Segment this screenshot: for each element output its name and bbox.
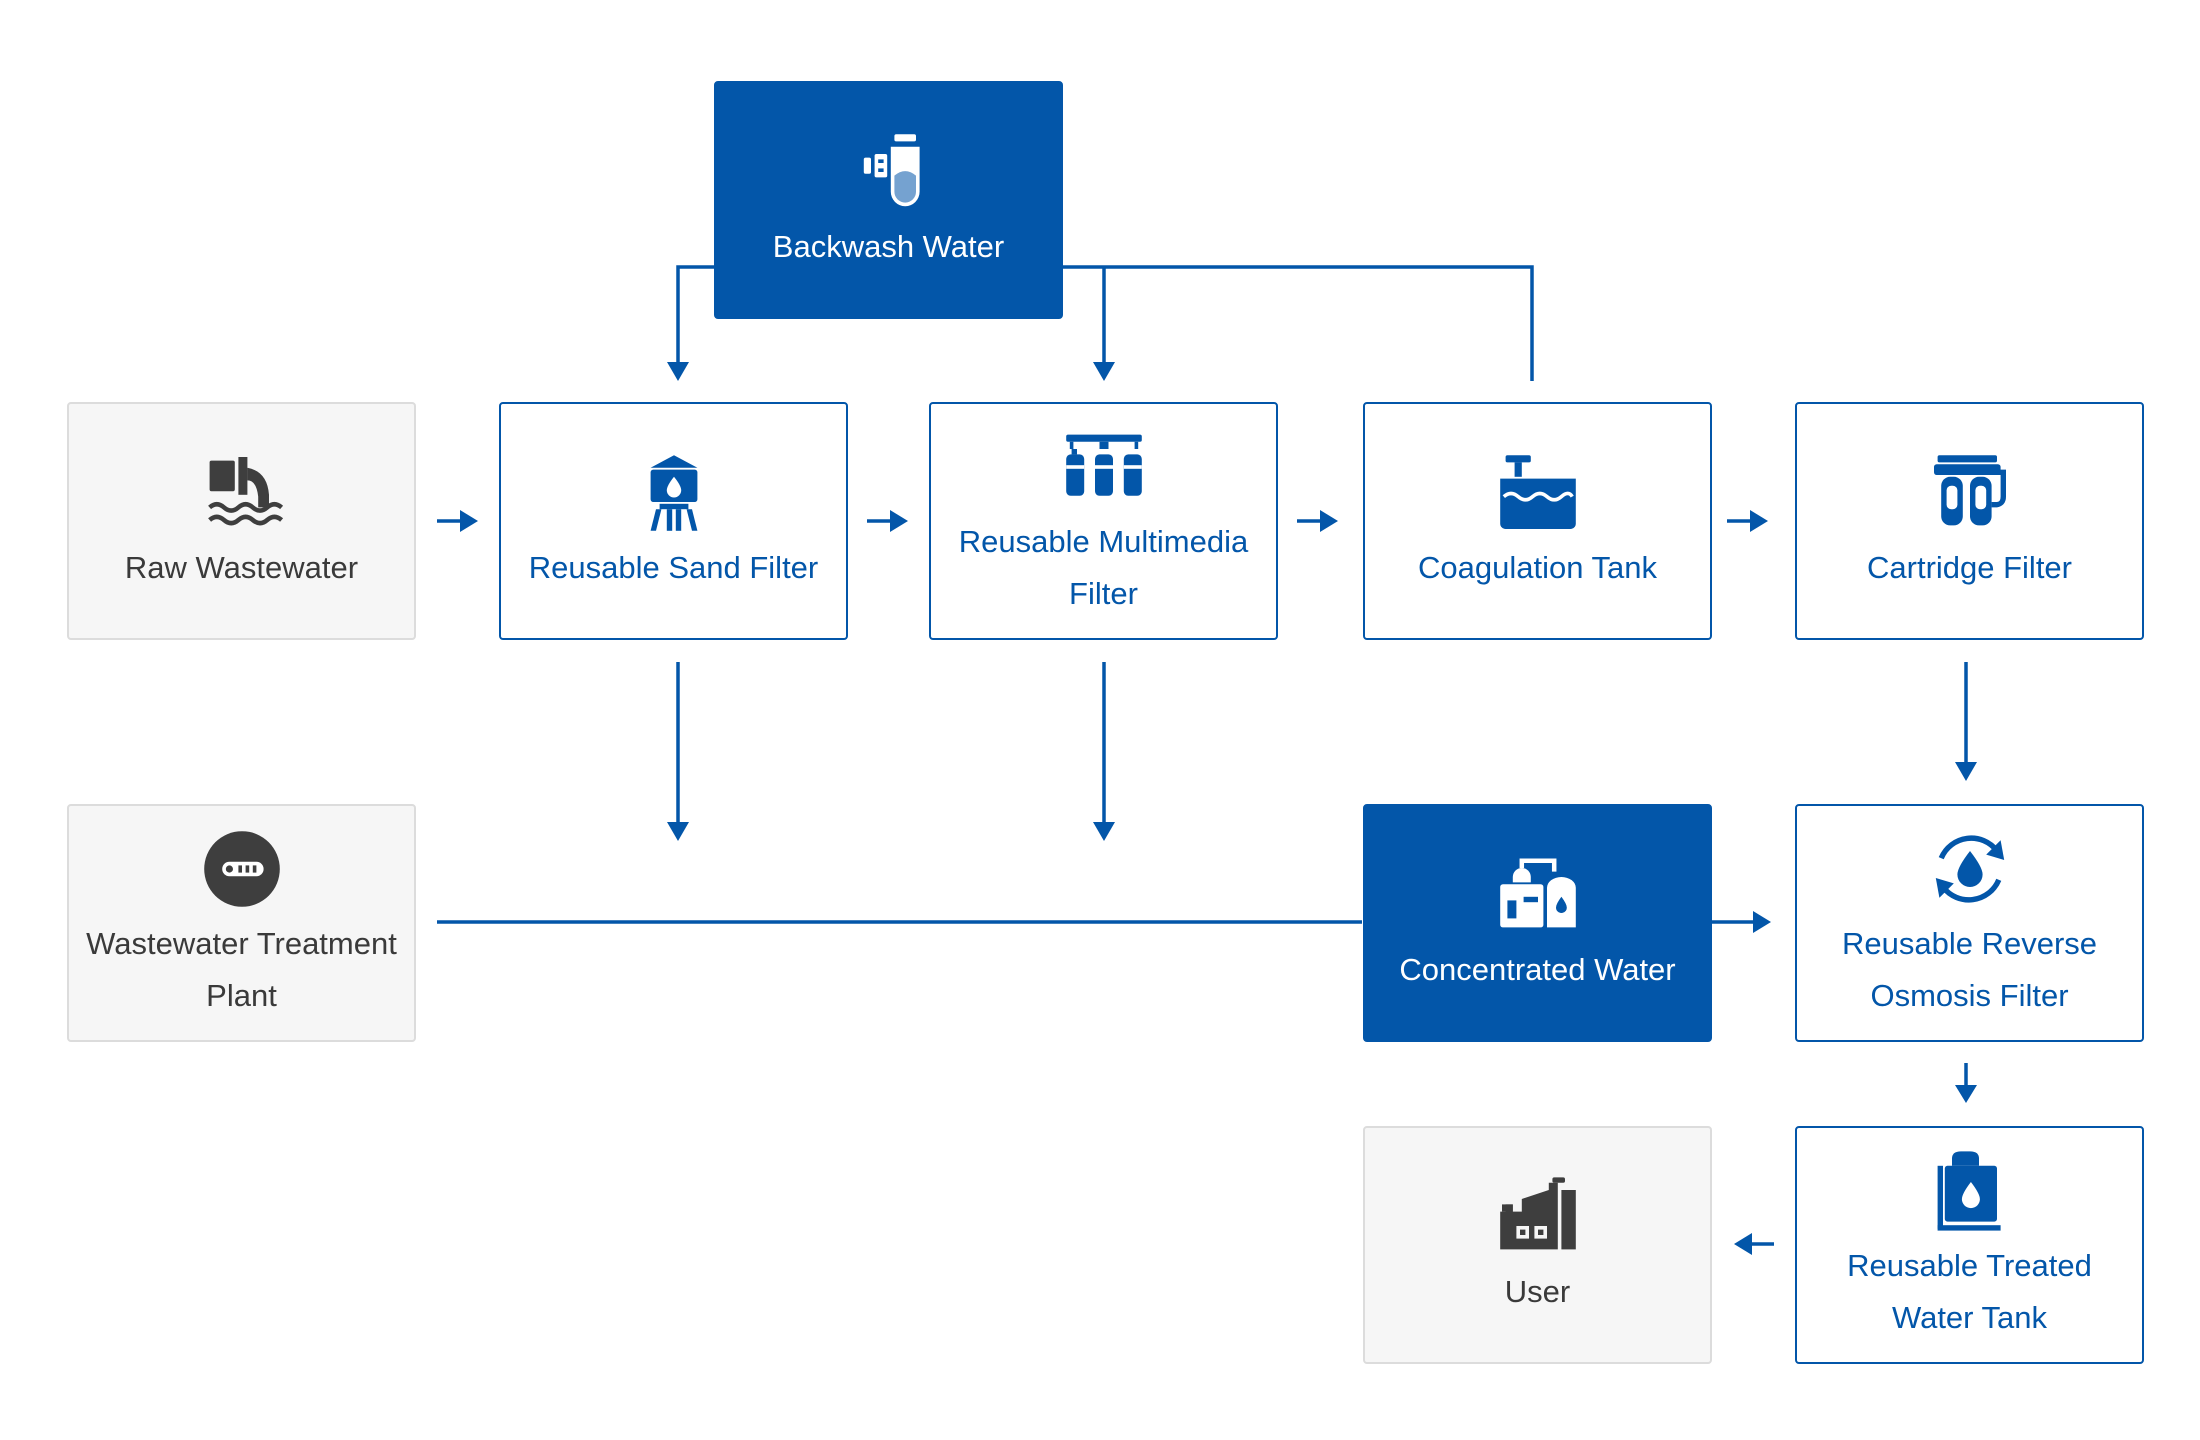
- node-wastewater-treatment-plant[interactable]: Wastewater Treatment Plant: [67, 804, 416, 1042]
- recycle-drop-icon: [1935, 835, 2004, 903]
- node-user[interactable]: User: [1363, 1126, 1712, 1364]
- backwash-to-sand-line: [676, 265, 714, 364]
- node-label: Cartridge Filter: [1867, 550, 2072, 585]
- tank-to-user-arrowhead: [1734, 1233, 1752, 1255]
- ro-to-tank-arrowhead: [1955, 1085, 1977, 1103]
- node-label: Reusable Reverse Osmosis Filter: [1841, 926, 2098, 1013]
- node-backwash-water[interactable]: Backwash Water: [714, 81, 1063, 319]
- water-tower-icon: [650, 455, 697, 531]
- sand-to-multimedia-arrowhead: [890, 510, 908, 532]
- node-label: Raw Wastewater: [124, 550, 359, 585]
- node-label: Reusable Treated Water Tank: [1847, 1248, 2092, 1335]
- factory-tank-icon: [1499, 858, 1576, 928]
- cartridge-to-ro-arrowhead: [1955, 762, 1977, 781]
- node-label: Coagulation Tank: [1418, 550, 1657, 585]
- concentrated-to-ro-arrowhead: [1753, 911, 1771, 933]
- raw-to-sand-arrowhead: [460, 510, 478, 532]
- storage-tank-icon: [1937, 1151, 2001, 1231]
- backwash-icon: [863, 134, 920, 207]
- sand-drain-arrowhead: [667, 822, 689, 841]
- coagulation-to-cartridge-arrowhead: [1750, 510, 1768, 532]
- node-reusable-sand-filter[interactable]: Reusable Sand Filter: [499, 402, 848, 640]
- node-coagulation-tank[interactable]: Coagulation Tank: [1363, 402, 1712, 640]
- node-reusable-ro-filter[interactable]: Reusable Reverse Osmosis Filter: [1795, 804, 2144, 1042]
- node-reusable-multimedia-filter[interactable]: Reusable Multimedia Filter: [929, 402, 1278, 640]
- tank-icon: [1499, 455, 1576, 529]
- backwash-distribution-line: [1061, 265, 1534, 381]
- backwash-to-multimedia-arrowhead: [1093, 362, 1115, 381]
- valve-icon: [203, 831, 280, 907]
- node-reusable-treated-water-tank[interactable]: Reusable Treated Water Tank: [1795, 1126, 2144, 1364]
- node-label: Reusable Sand Filter: [528, 550, 819, 585]
- node-label: Concentrated Water: [1399, 952, 1676, 987]
- backwash-to-sand-arrowhead: [667, 362, 689, 381]
- node-label: Wastewater Treatment Plant: [86, 926, 397, 1013]
- node-label: Backwash Water: [772, 229, 1005, 264]
- node-raw-wastewater[interactable]: Raw Wastewater: [67, 402, 416, 640]
- factory-icon: [1499, 1177, 1576, 1250]
- node-concentrated-water[interactable]: Concentrated Water: [1363, 804, 1712, 1042]
- multi-filter-icon: [1065, 434, 1142, 496]
- pipe-discharge-icon: [207, 457, 283, 526]
- multimedia-drain-arrowhead: [1093, 822, 1115, 841]
- multimedia-to-coagulation-arrowhead: [1320, 510, 1338, 532]
- node-label: Reusable Multimedia Filter: [958, 524, 1249, 611]
- node-label: User: [1504, 1274, 1571, 1309]
- cartridge-icon: [1933, 455, 2006, 526]
- node-cartridge-filter[interactable]: Cartridge Filter: [1795, 402, 2144, 640]
